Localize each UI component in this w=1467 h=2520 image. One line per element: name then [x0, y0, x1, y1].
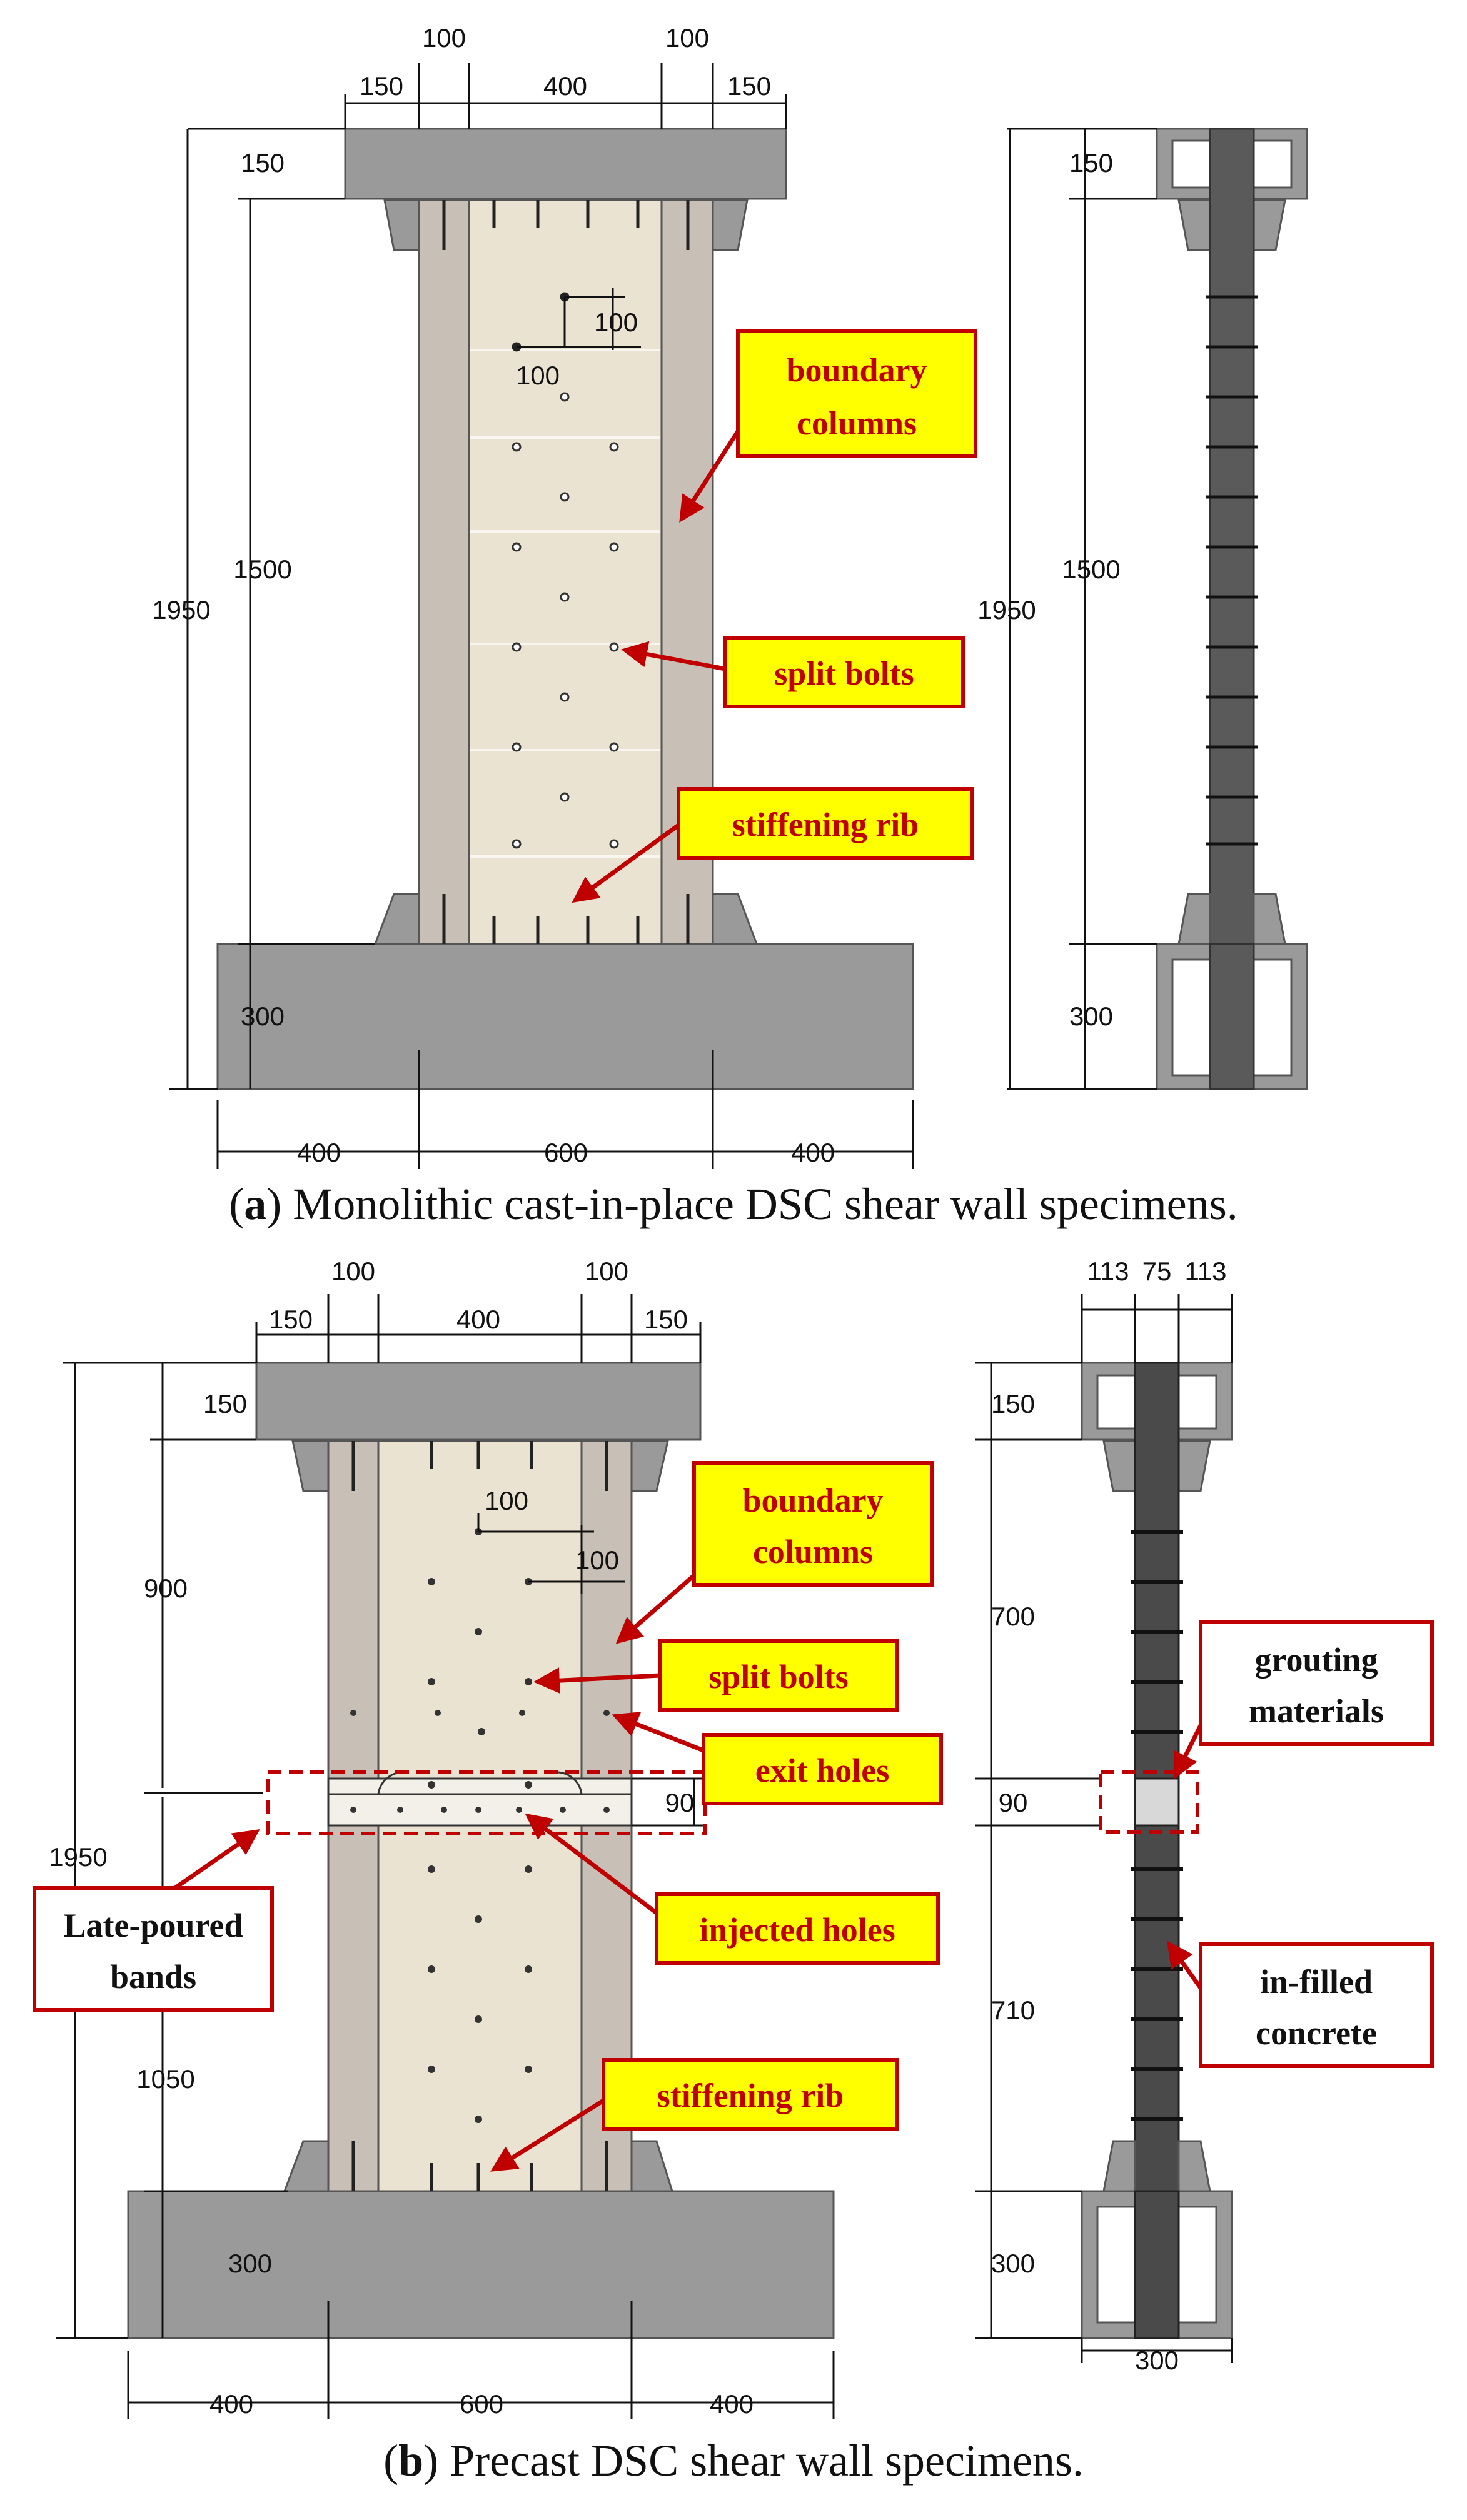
b-dim-bottom-400-left: 400 [209, 2389, 253, 2419]
caption-b: (b) Precast DSC shear wall specimens. [383, 2436, 1084, 2486]
b-side-dim-113-left: 113 [1087, 1257, 1129, 1286]
a-dim-bottom-400-right: 400 [791, 1138, 835, 1167]
b-late-poured-band [327, 1777, 633, 1827]
b-dim-top-150-right: 150 [644, 1305, 688, 1334]
b-dim-bolt-100-v: 100 [575, 1545, 619, 1575]
a-label-boundary-1: boundary [786, 351, 927, 389]
caption-a-text: Monolithic cast-in-place DSC shear wall … [281, 1179, 1238, 1229]
b-dim-1950: 1950 [49, 1842, 107, 1872]
b-label-box-boundary [692, 1461, 934, 1587]
b-dim-beam-150: 150 [203, 1389, 247, 1418]
a-side-dim-1500: 1500 [1062, 555, 1120, 584]
b-label-boundary-1: boundary [742, 1482, 883, 1519]
b-dim-top-100-right: 100 [585, 1257, 628, 1286]
a-dimension-lines [169, 63, 914, 1169]
a-dim-beam-150: 150 [241, 148, 285, 178]
b-label-box-infill [1199, 1942, 1434, 2068]
b-label-box-exit [702, 1733, 943, 1805]
b-side-dim-90: 90 [999, 1788, 1028, 1817]
a-label-box-boundary [736, 329, 977, 458]
b-label-box-injected [655, 1892, 940, 1965]
b-label-late-1: Late-poured [63, 1907, 243, 1944]
b-label-exit: exit holes [755, 1752, 889, 1789]
a-dim-bolt-100-h: 100 [594, 308, 638, 337]
b-dim-base-300: 300 [228, 2249, 272, 2278]
a-dim-top-150-left: 150 [360, 71, 403, 101]
a-side-dim-300: 300 [1069, 1001, 1113, 1031]
a-side-view: 150 1500 1950 300 [977, 128, 1308, 1090]
b-labels: boundary columns split bolts exit holes … [33, 1461, 943, 2172]
b-dim-bottom-400-right: 400 [710, 2389, 754, 2419]
b-label-grout-2: materials [1249, 1692, 1384, 1730]
b-dim-band-90: 90 [665, 1788, 695, 1817]
a-side-dim-150: 150 [1069, 148, 1113, 178]
b-label-split: split bolts [708, 1658, 849, 1695]
a-top-haunch-left [383, 199, 420, 251]
b-label-grout-1: grouting [1254, 1641, 1378, 1679]
a-dim-height-1950: 1950 [152, 595, 210, 625]
a-dim-bolt-100-v: 100 [516, 361, 560, 390]
a-dim-top-400: 400 [543, 71, 587, 101]
a-dim-wall-1500: 1500 [233, 555, 291, 584]
a-bottom-haunch-right [712, 893, 759, 945]
b-label-box-late [33, 1886, 274, 2012]
a-top-haunch-right [712, 199, 749, 251]
b-top-beam [255, 1362, 702, 1441]
a-top-beam [344, 128, 787, 200]
b-dim-top-150-left: 150 [269, 1305, 313, 1334]
b-label-box-grout [1199, 1620, 1434, 1746]
b-label-infill-2: concrete [1256, 2014, 1377, 2052]
b-side-dim-bottom-300: 300 [1135, 2346, 1179, 2375]
a-label-box-split [723, 636, 965, 708]
a-bottom-haunch-left [373, 893, 420, 945]
a-label-box-rib [677, 787, 974, 860]
caption-a-letter: a [244, 1179, 267, 1229]
b-side-dim-113-right: 113 [1185, 1257, 1227, 1286]
a-front-view: 100 100 150 400 150 150 100 100 1950 150… [152, 23, 914, 1169]
b-dim-bottom-600: 600 [460, 2389, 503, 2419]
b-label-late-2: bands [110, 1958, 196, 1995]
a-foundation-beam [216, 943, 914, 1090]
b-foundation-beam [127, 2190, 835, 2339]
a-dim-bottom-600: 600 [544, 1138, 588, 1167]
a-labels: boundary columns split bolts stiffening … [572, 329, 977, 903]
a-label-boundary-2: columns [797, 404, 917, 442]
b-label-infill-1: in-filled [1260, 1963, 1373, 2000]
b-side-dim-300: 300 [991, 2249, 1035, 2278]
b-split-bolts [350, 1528, 610, 2123]
b-label-rib: stiffening rib [657, 2077, 844, 2114]
b-dim-top-400: 400 [456, 1305, 500, 1334]
a-label-split: split bolts [774, 655, 914, 692]
b-dim-top-100-left: 100 [331, 1257, 375, 1286]
b-label-boundary-2: columns [753, 1533, 873, 1570]
a-side-dim-1950: 1950 [977, 595, 1036, 625]
a-side-wall-section [1209, 128, 1255, 1090]
a-dim-base-300: 300 [241, 1001, 285, 1031]
a-dim-top-100-right: 100 [665, 23, 709, 53]
a-stiffening-ribs [442, 200, 690, 944]
b-dim-bolt-100-h: 100 [485, 1486, 528, 1515]
a-dim-top-100-left: 100 [422, 23, 466, 53]
caption-b-letter: b [398, 2436, 424, 2486]
a-dim-bottom-400-left: 400 [297, 1138, 341, 1167]
b-side-wall-section [1134, 1362, 1180, 2339]
b-side-dim-150: 150 [991, 1389, 1035, 1418]
b-front-view: 100 100 150 400 150 150 100 100 900 1950… [49, 1257, 835, 2419]
a-dim-top-150-right: 150 [727, 71, 771, 101]
b-side-view: 113 75 113 150 700 90 710 300 300 grouti… [975, 1257, 1434, 2375]
b-side-dim-75: 75 [1142, 1257, 1172, 1286]
a-label-rib: stiffening rib [732, 806, 919, 843]
b-dim-900: 900 [144, 1574, 188, 1603]
b-label-injected: injected holes [699, 1911, 895, 1949]
b-side-dim-700: 700 [991, 1602, 1035, 1631]
b-label-box-rib [602, 2058, 899, 2131]
caption-b-text: Precast DSC shear wall specimens. [438, 2436, 1084, 2486]
b-dim-1050: 1050 [136, 2064, 194, 2094]
b-side-grout-zone [1134, 1777, 1180, 1827]
a-boundary-column-left [418, 199, 470, 945]
b-side-band-highlight [1099, 1770, 1199, 1834]
b-side-dim-710: 710 [991, 1995, 1035, 2025]
caption-a: (a) Monolithic cast-in-place DSC shear w… [229, 1179, 1238, 1229]
